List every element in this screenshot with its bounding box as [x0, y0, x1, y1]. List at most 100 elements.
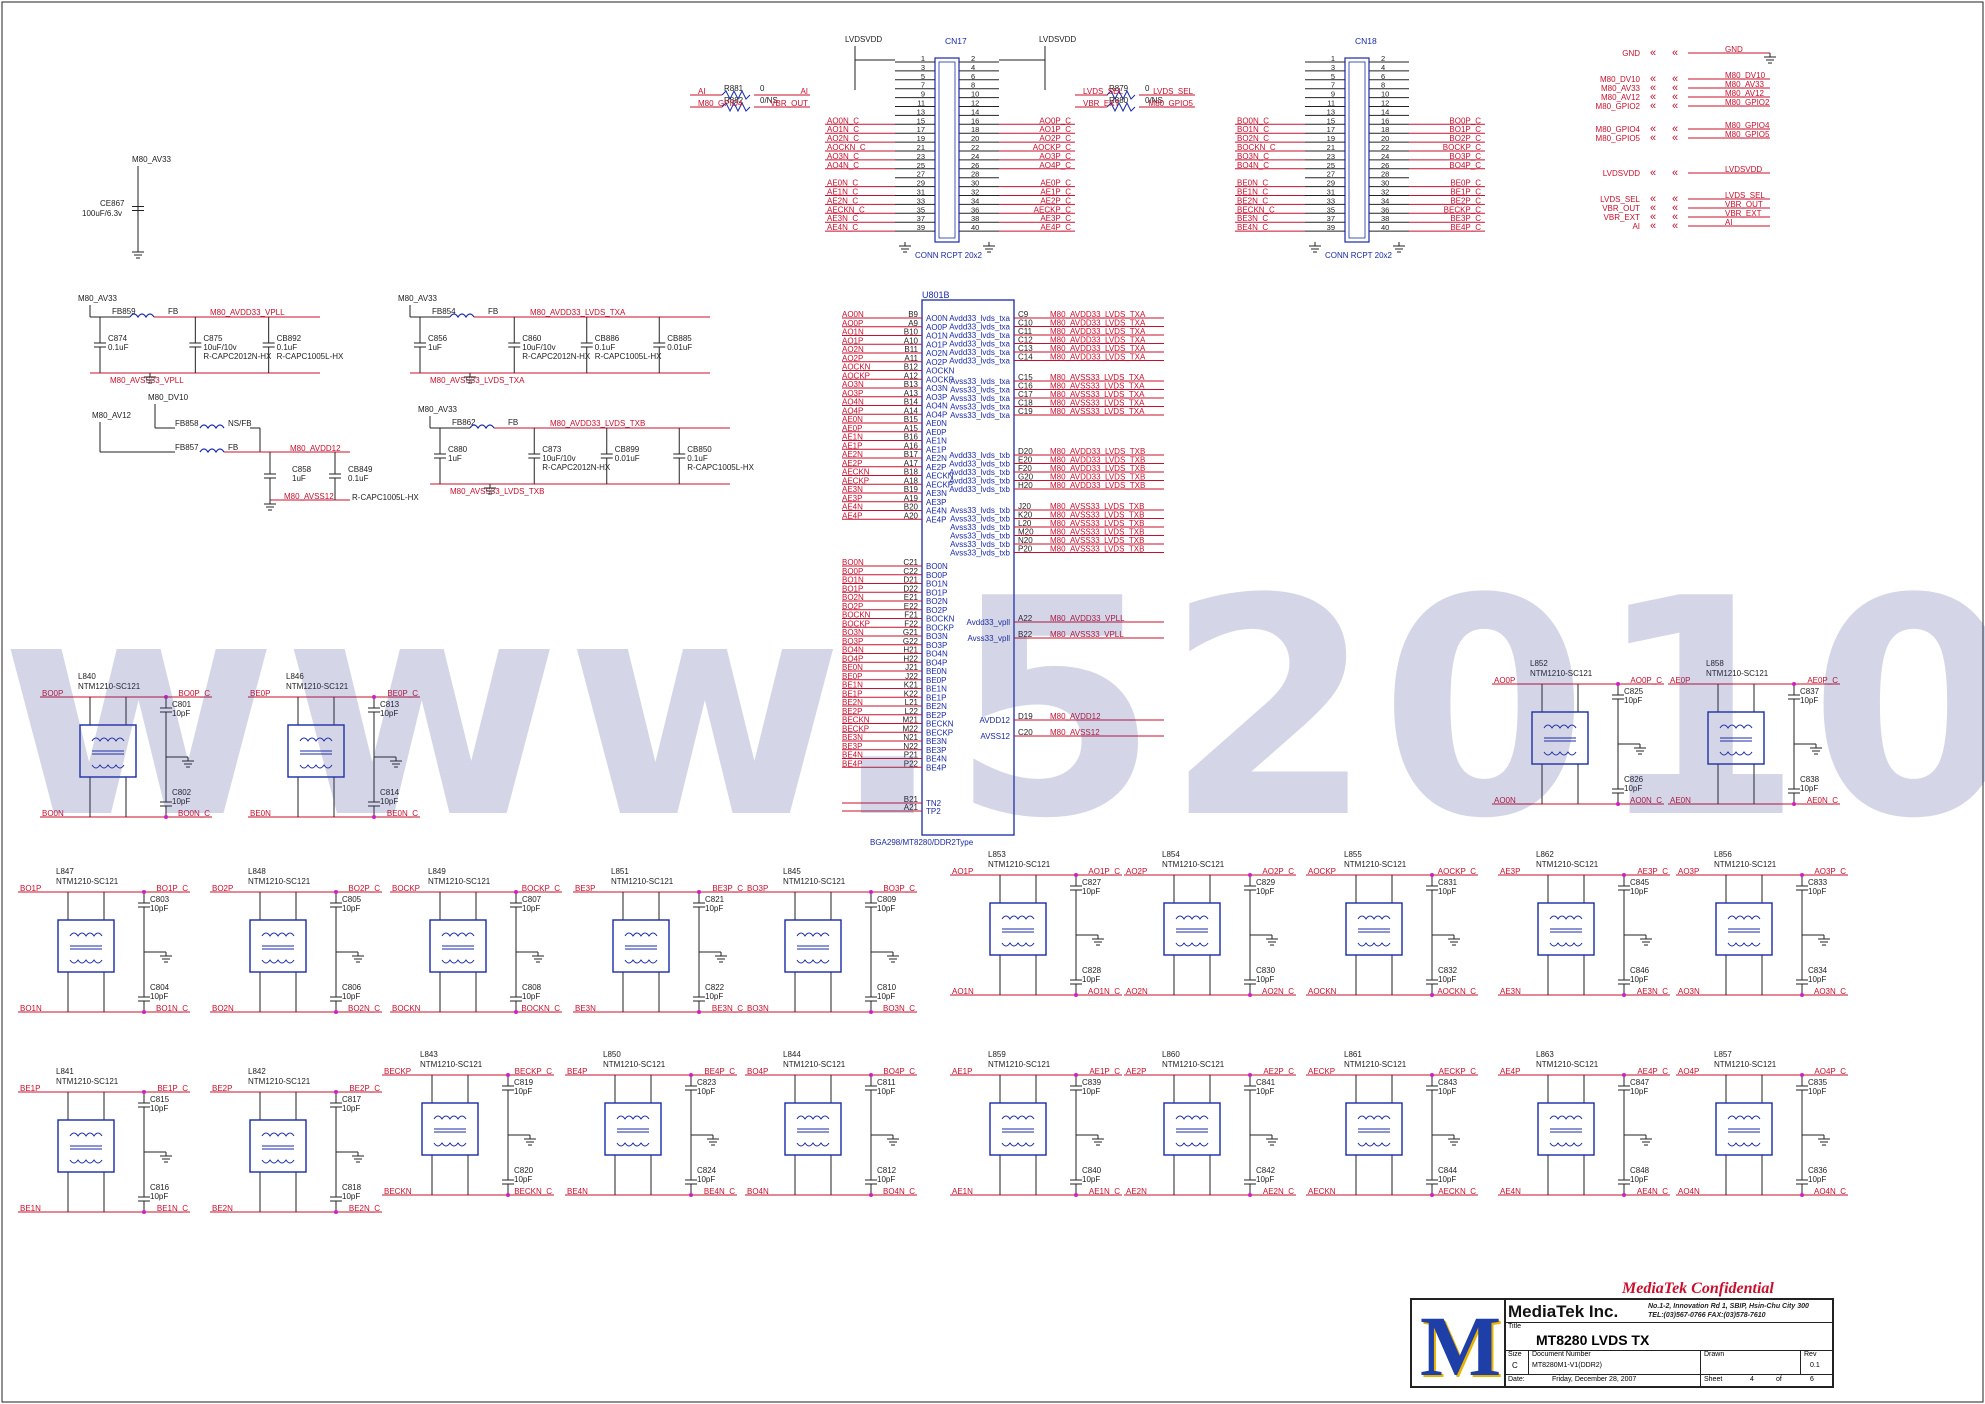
pin-number: 16: [1381, 116, 1389, 125]
ground-symbol: [1393, 242, 1405, 253]
net-label: AO3P_C: [1814, 867, 1846, 876]
net-label: AO1N_C: [827, 125, 859, 134]
choke-winding: [1175, 1142, 1209, 1147]
pin-name: Avss33_lvds_txa: [950, 411, 1010, 420]
choke-winding: [1357, 915, 1391, 920]
net-label: AE3N: [842, 485, 863, 494]
cap-value: 10pF: [877, 1087, 895, 1096]
pin-number: 31: [917, 188, 925, 197]
ball-number: P21: [904, 751, 919, 760]
cap-ref: C811: [877, 1078, 896, 1087]
net-label: AOCKN: [842, 363, 871, 372]
ground-symbol: [887, 1135, 899, 1146]
pin-name: AE0P: [926, 428, 946, 437]
choke-body: [79, 724, 137, 778]
ball-number: B16: [904, 433, 919, 442]
cap-ref: C843: [1438, 1078, 1458, 1087]
junction-dot: [1430, 993, 1434, 997]
cap-value: 10pF: [342, 992, 360, 1001]
cap-ref: C826: [1624, 775, 1644, 784]
net-label: AO4N_C: [1814, 1187, 1846, 1196]
pin-number: 16: [971, 116, 979, 125]
cap-ref: C832: [1438, 966, 1458, 975]
net-label: AI: [1725, 218, 1733, 227]
net-label: AE3P_C: [1040, 214, 1071, 223]
cap-ref: CB849: [348, 465, 373, 474]
pin-number: 21: [1327, 143, 1335, 152]
pin-number: 38: [971, 214, 979, 223]
ferrite-bead: [199, 448, 225, 454]
net-label: AO0P_C: [1039, 116, 1071, 125]
pin-number: 11: [1327, 99, 1335, 108]
cap-value: 10pF: [1438, 975, 1456, 984]
port-label: M80_DV10: [1600, 75, 1641, 84]
net-label: M80_AVDD12: [1050, 712, 1101, 721]
ball-number: B17: [904, 450, 919, 459]
ground-symbol: [887, 952, 899, 963]
choke-winding: [299, 764, 333, 769]
pin-name: BO2N: [926, 597, 948, 606]
pin-name: Avss33_lvds_txb: [950, 532, 1010, 541]
junction-dot: [1430, 873, 1434, 877]
ball-number: A16: [904, 441, 919, 450]
choke-winding: [299, 737, 333, 742]
cap-ref: CB885: [667, 334, 692, 343]
net-label: LVDS_SEL: [1725, 191, 1765, 200]
pin-name: AE2P: [926, 463, 946, 472]
net-label: BOCKP_C: [522, 884, 560, 893]
pin-name: Avdd33_lvds_txb: [949, 468, 1010, 477]
net-label: GND: [1725, 45, 1743, 54]
junction-dot: [1074, 1073, 1078, 1077]
choke-winding: [433, 1115, 467, 1120]
cap-ref: C816: [150, 1183, 170, 1192]
ball-number: C13: [1018, 344, 1033, 353]
ball-number: B9: [908, 310, 918, 319]
choke-ref: L847: [56, 867, 74, 876]
choke-part: NTM1210-SC121: [56, 1077, 119, 1086]
ground-symbol: [524, 1135, 536, 1146]
net-label: BO2N_C: [1237, 134, 1269, 143]
power-net-label: M80_AV33: [418, 405, 458, 414]
pin-number: 14: [1381, 107, 1389, 116]
resistor-value: 0: [1145, 84, 1150, 93]
port-arrow: «: [1672, 123, 1678, 135]
choke-winding: [433, 1142, 467, 1147]
ball-number: C19: [1018, 407, 1033, 416]
choke-part: NTM1210-SC121: [1536, 1060, 1599, 1069]
net-label: BE0N: [250, 809, 271, 818]
ferrite-bead: [129, 313, 155, 319]
pin-number: 3: [921, 63, 925, 72]
ball-number: K20: [1018, 511, 1033, 520]
ball-number: B19: [904, 485, 919, 494]
net-label: AO2P: [1126, 867, 1147, 876]
pin-name: AE1P: [926, 445, 946, 454]
net-label: M80_AVSS33_LVDS_TXB: [1050, 545, 1144, 554]
net-label: BE1P: [842, 689, 862, 698]
port-label: LVDSVDD: [1603, 169, 1640, 178]
port-arrow: «: [1672, 220, 1678, 232]
net-label: AE0P: [1670, 676, 1690, 685]
cap-ref: C829: [1256, 878, 1276, 887]
sheets-value: 6: [1810, 1376, 1814, 1383]
cap-value: 1uF: [428, 343, 442, 352]
choke-part: NTM1210-SC121: [1536, 860, 1599, 869]
pin-number: 40: [971, 223, 979, 232]
resistor-ref: R881: [724, 84, 744, 93]
cap-ref: C860: [522, 334, 542, 343]
net-label: BE1N: [20, 1204, 41, 1213]
connector-footer: CONN RCPT 20x2: [1325, 251, 1393, 260]
cap-ref: C839: [1082, 1078, 1102, 1087]
cap-value: 0.1uF: [595, 343, 616, 352]
cap-ref: C844: [1438, 1166, 1458, 1175]
net-label: M80_AVSS33_LVDS_TXA: [1050, 399, 1145, 408]
choke-part: NTM1210-SC121: [1714, 860, 1777, 869]
net-label: M80_AVSS12: [1050, 728, 1100, 737]
net-label: M80_AVDD33_VPLL: [1050, 614, 1125, 623]
net-label: BE4P_C: [1450, 223, 1481, 232]
junction-dot: [1792, 802, 1796, 806]
